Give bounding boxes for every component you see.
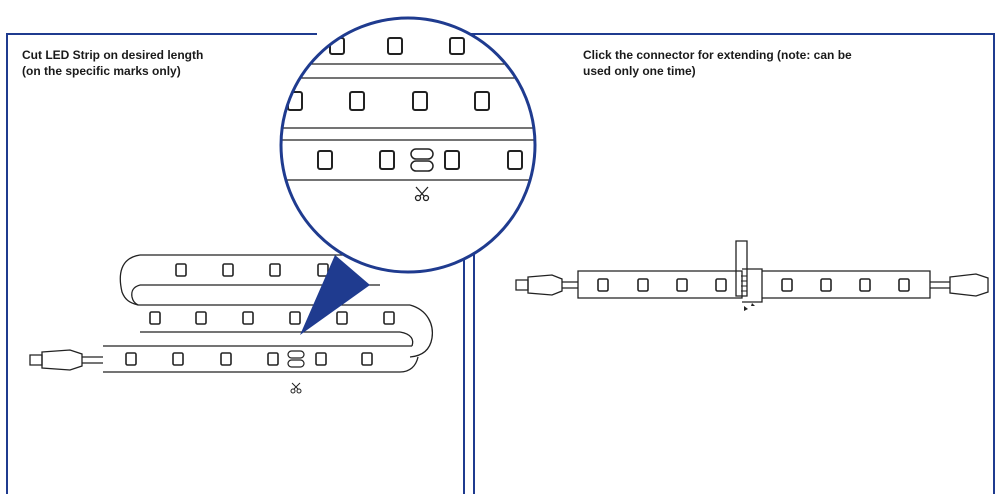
click-arrows-icon <box>744 303 755 311</box>
connected-led-strip <box>515 240 989 303</box>
connected-strip-leds <box>597 278 910 292</box>
magnified-view <box>281 18 535 272</box>
step-2-caption-line-1: Click the connector for extending (note:… <box>583 48 852 62</box>
step-2-caption-line-2: used only one time) <box>583 64 696 78</box>
step-1-caption: Cut LED Strip on desired length (on the s… <box>22 47 282 79</box>
magnified-cut-mark <box>410 148 434 172</box>
coil-leds <box>125 263 395 366</box>
coil-cut-mark <box>287 350 305 368</box>
magnifier-callout <box>300 255 370 335</box>
step-1-caption-line-2: (on the specific marks only) <box>22 64 181 78</box>
step-2-caption: Click the connector for extending (note:… <box>583 47 943 79</box>
scissors-icon <box>414 186 430 202</box>
connector-contacts <box>741 275 747 292</box>
coiled-led-strip <box>29 254 434 373</box>
step-1-caption-line-1: Cut LED Strip on desired length <box>22 48 204 62</box>
scissors-icon <box>290 382 302 394</box>
magnifier-ring <box>279 16 537 274</box>
